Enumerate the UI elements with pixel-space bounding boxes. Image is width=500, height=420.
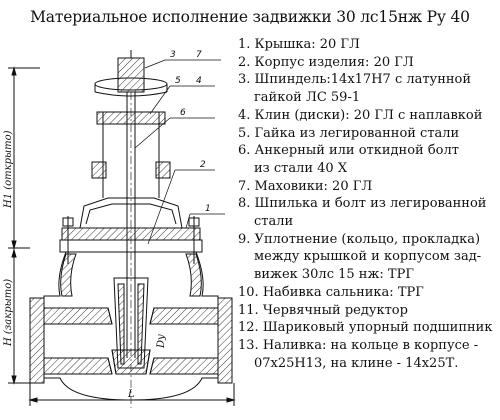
part-item-13: 13. Наливка: на кольце в корпусе - <box>238 337 479 353</box>
yoke <box>91 111 171 198</box>
callout-7: 7 <box>196 50 202 60</box>
part-item-8: 8. Шпилька и болт из легированной <box>238 196 487 212</box>
parts-list: 1. Крышка: 20 ГЛ 2. Корпус изделия: 20 Г… <box>238 36 500 372</box>
part-item-11: 11. Червячный редуктор <box>238 302 408 318</box>
wedge <box>111 277 151 375</box>
bonnet <box>59 197 203 264</box>
dimension-h1-label: H1 (открыто) <box>3 130 14 209</box>
part-item-6-cont: из стали 40 Х <box>254 160 348 176</box>
callout-5: 5 <box>175 76 181 86</box>
valve-body <box>29 251 233 401</box>
part-item-9: 9. Уплотнение (кольцо, прокладка) <box>238 231 481 247</box>
callout-6: 6 <box>180 108 186 118</box>
callout-3: 3 <box>170 50 176 60</box>
part-item-6: 6. Анкерный или откидной болт <box>238 143 459 159</box>
part-item-12: 12. Шариковый упорный подшипник <box>238 320 493 336</box>
callout-4: 4 <box>196 76 202 86</box>
callout-2: 2 <box>200 160 206 170</box>
part-item-3: 3. Шпиндель:14х17Н7 с латунной <box>238 72 472 88</box>
dimension-dn-label: Dy <box>156 334 167 349</box>
part-item-7: 7. Маховики: 20 ГЛ <box>238 178 373 194</box>
dimension-h-label: H (закрыто) <box>3 279 14 347</box>
part-item-4: 4. Клин (диски): 20 ГЛ с наплавкой <box>238 107 483 123</box>
part-item-9-cont: между крышкой и корпусом зад- <box>254 249 482 265</box>
part-item-9-cont2: вижек 30лс 15 нж: ТРГ <box>254 267 414 283</box>
part-item-1: 1. Крышка: 20 ГЛ <box>238 37 360 52</box>
callout-leaders <box>134 59 225 245</box>
part-item-5: 5. Гайка из легированной стали <box>238 125 460 141</box>
handwheel <box>94 50 168 97</box>
part-item-8-cont: стали <box>254 214 294 230</box>
part-item-2: 2. Корпус изделия: 20 ГЛ <box>238 54 414 70</box>
valve-drawing: 3 7 4 5 6 2 1 H1 (открыто) H (закрыто) L… <box>3 50 236 408</box>
part-item-13-cont: 07х25Н13, на клине - 14х25Т. <box>254 355 459 371</box>
part-item-10: 10. Набивка сальника: ТРГ <box>238 284 424 300</box>
callout-1: 1 <box>205 204 211 214</box>
dimension-h1 <box>8 66 40 383</box>
dimension-l-label: L <box>127 389 135 400</box>
page-title: Материальное исполнение задвижки 30 лс15… <box>30 8 470 26</box>
part-item-3-cont: гайкой ЛС 59-1 <box>254 90 361 106</box>
